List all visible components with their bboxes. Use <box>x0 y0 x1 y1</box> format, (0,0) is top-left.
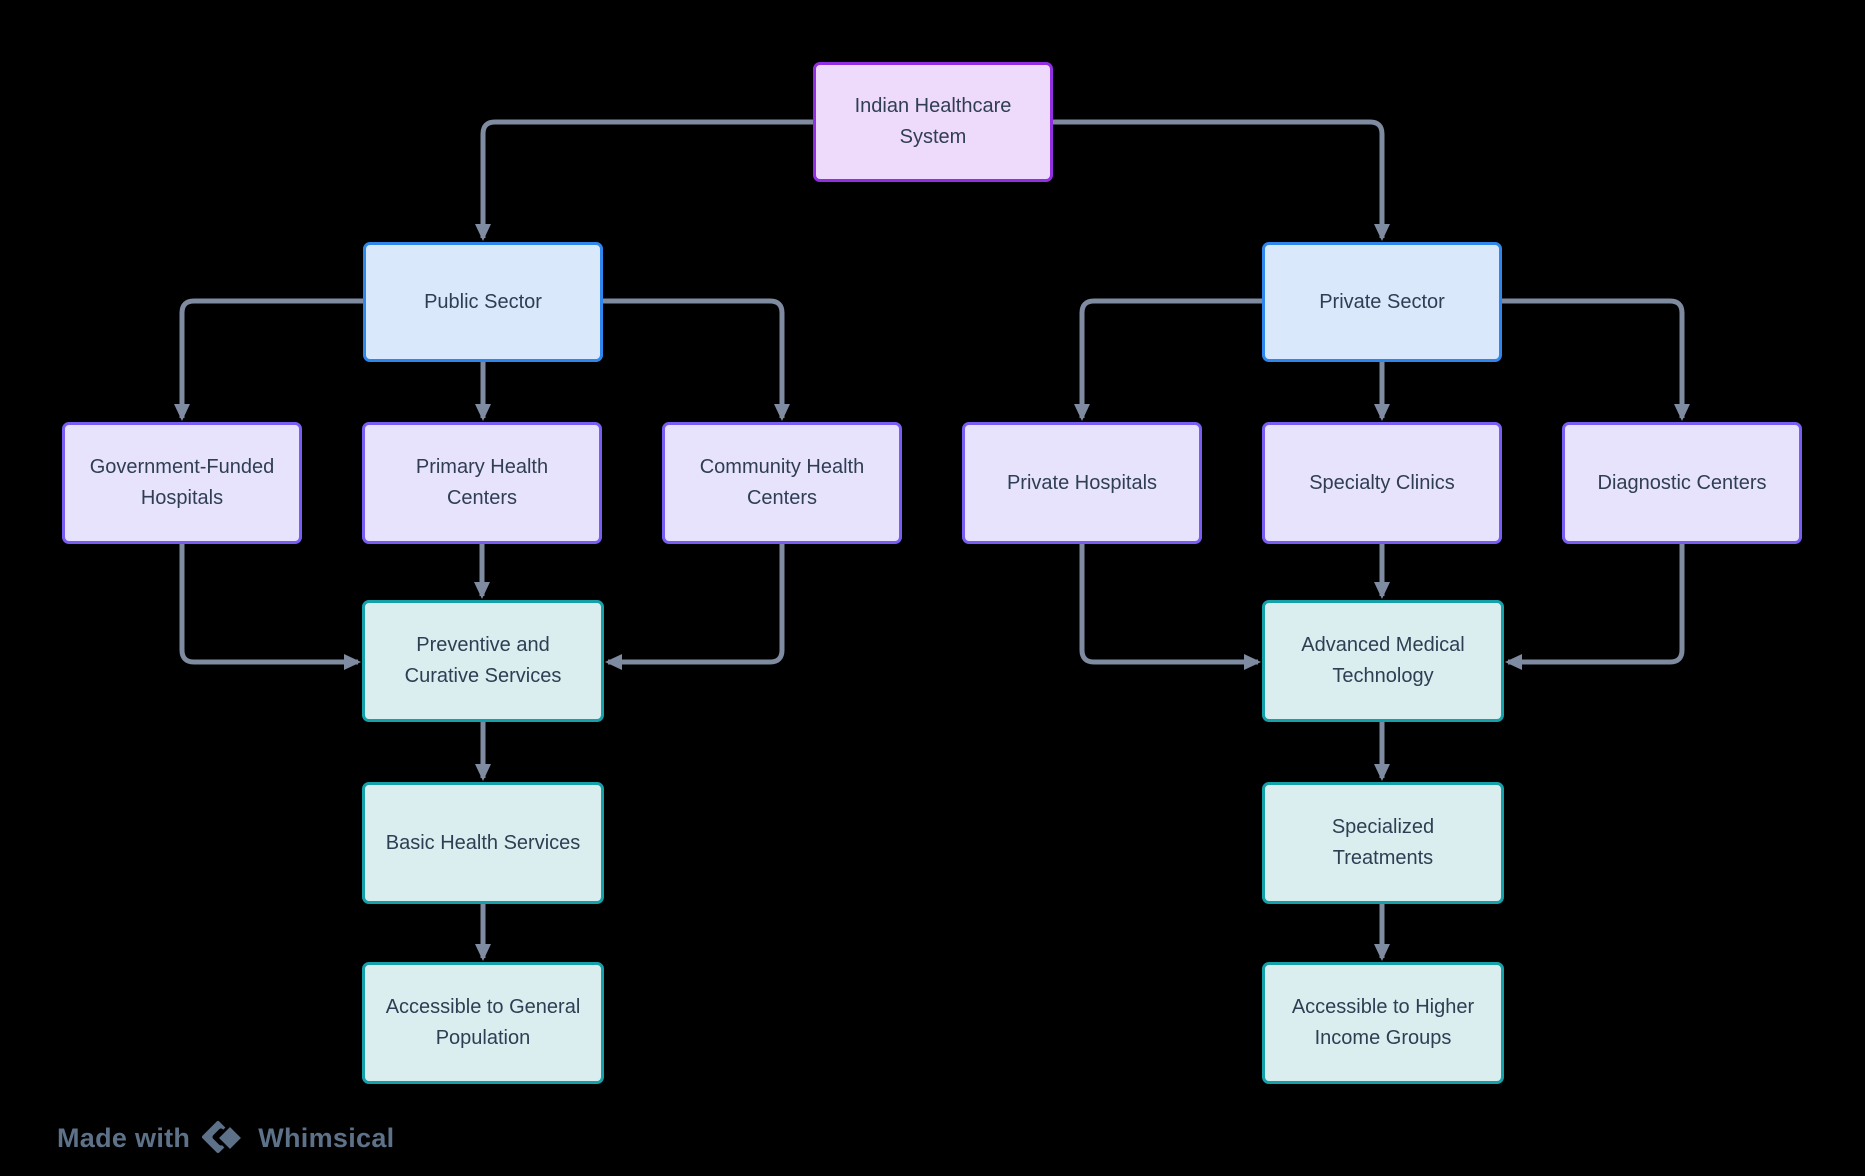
node-accessible-higher-income: Accessible to Higher Income Groups <box>1262 962 1504 1084</box>
node-diagnostic-centers: Diagnostic Centers <box>1562 422 1802 544</box>
node-specialized-treatments: Specialized Treatments <box>1262 782 1504 904</box>
edge-public-community-health <box>603 298 790 421</box>
edge-root-public-sector <box>475 119 813 241</box>
edge-community-preventive <box>605 544 785 670</box>
edge-private-diagnostic-centers <box>1502 298 1690 421</box>
node-private-hospitals: Private Hospitals <box>962 422 1202 544</box>
node-government-funded-hospitals: Government-Funded Hospitals <box>62 422 302 544</box>
node-private-sector: Private Sector <box>1262 242 1502 362</box>
node-indian-healthcare-system: Indian Healthcare System <box>813 62 1053 182</box>
node-primary-health-centers: Primary Health Centers <box>362 422 602 544</box>
node-community-health-centers: Community Health Centers <box>662 422 902 544</box>
watermark-brand-text: Whimsical <box>258 1122 395 1153</box>
watermark-made-with-text: Made with <box>57 1122 191 1153</box>
edge-govt-preventive <box>179 544 361 670</box>
edge-public-govt-hospitals <box>174 298 363 421</box>
edge-diagnostic-advanced-tech <box>1505 544 1685 670</box>
node-preventive-curative-services: Preventive and Curative Services <box>362 600 604 722</box>
node-advanced-medical-technology: Advanced Medical Technology <box>1262 600 1504 722</box>
edge-private-private-hospitals <box>1074 298 1262 421</box>
edge-hospitals-advanced-tech <box>1079 544 1261 670</box>
edge-root-private-sector <box>1053 119 1390 241</box>
whimsical-watermark: Made with Whimsical <box>57 1116 394 1160</box>
node-specialty-clinics: Specialty Clinics <box>1262 422 1502 544</box>
whimsical-logo-icon <box>202 1121 245 1153</box>
node-accessible-general-population: Accessible to General Population <box>362 962 604 1084</box>
node-basic-health-services: Basic Health Services <box>362 782 604 904</box>
node-public-sector: Public Sector <box>363 242 603 362</box>
